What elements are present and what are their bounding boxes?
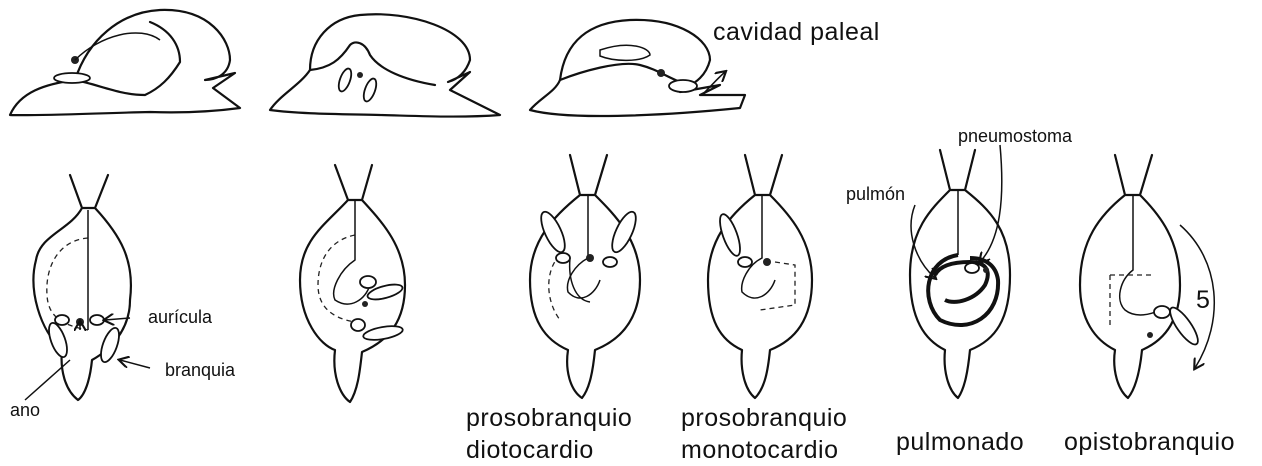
snail-dorsal-view-2 — [300, 165, 405, 402]
label-auricula: aurícula — [148, 307, 213, 327]
snail-side-view-2 — [270, 14, 500, 116]
label-branquia: branquia — [165, 360, 236, 380]
label-cavidad-paleal: cavidad paleal — [713, 18, 880, 46]
label-pneumostoma: pneumostoma — [958, 126, 1073, 146]
snail-dorsal-view-1 — [25, 175, 150, 400]
caption-prosobranquio-monotocardio-line1: prosobranquio — [681, 404, 847, 432]
snail-dorsal-view-3 — [530, 155, 641, 398]
caption-prosobranquio-diotocardio-line2: diotocardio — [466, 436, 594, 464]
caption-pulmonado: pulmonado — [896, 428, 1024, 456]
caption-prosobranquio-monotocardio-line2: monotocardio — [681, 436, 838, 464]
snail-dorsal-view-5 — [910, 145, 1010, 398]
caption-opistobranquio: opistobranquio — [1064, 428, 1235, 456]
caption-prosobranquio-diotocardio-line1: prosobranquio — [466, 404, 632, 432]
label-ano: ano — [10, 400, 40, 420]
snail-dorsal-view-6 — [1080, 155, 1214, 398]
label-pulmon: pulmón — [846, 184, 905, 204]
label-number-5: 5 — [1196, 286, 1210, 314]
snail-dorsal-view-4 — [708, 155, 812, 398]
snail-side-view-1 — [10, 10, 240, 115]
